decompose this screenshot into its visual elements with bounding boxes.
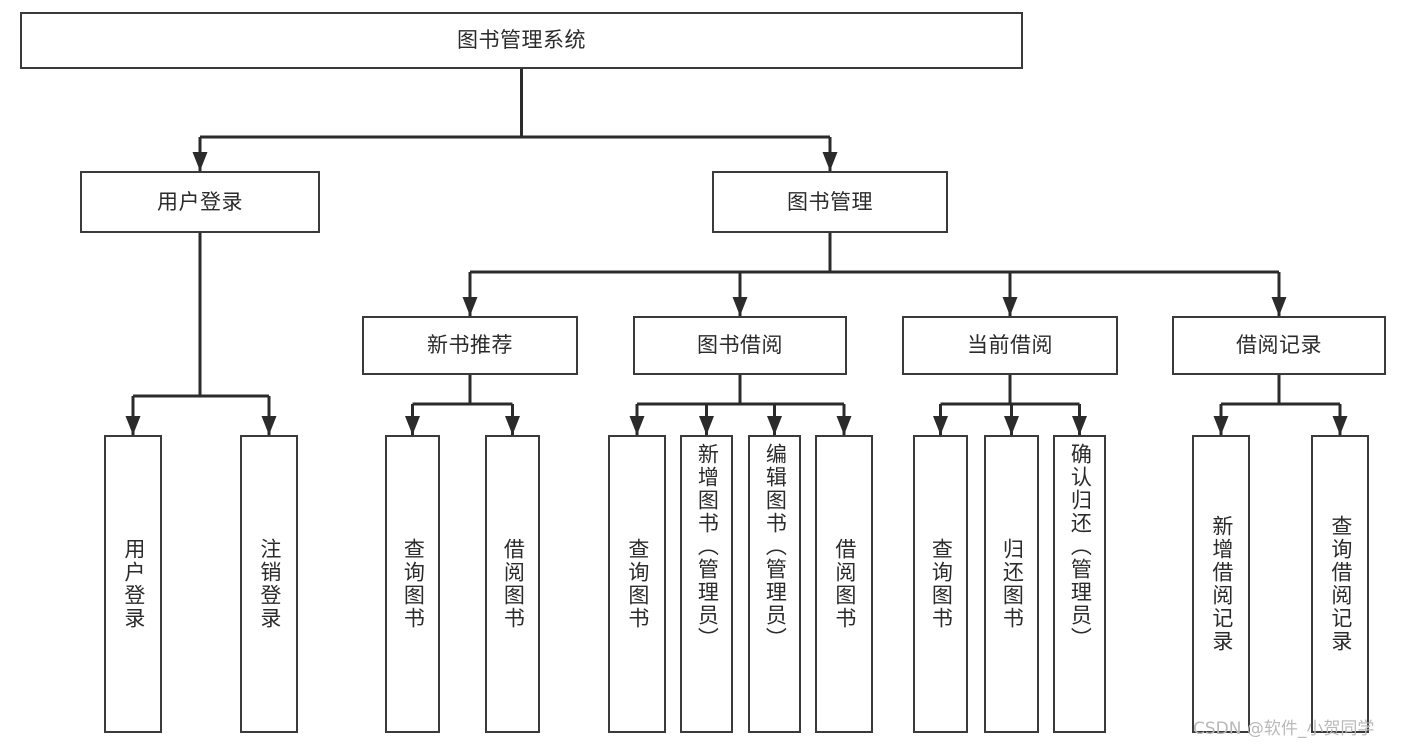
arrowhead-f_c_query	[933, 416, 948, 435]
arrowhead-current	[1002, 297, 1018, 316]
node-label-newbook: 新书推荐	[427, 333, 513, 358]
node-f_nb_query[interactable]: 查询图书	[385, 435, 440, 733]
node-current[interactable]: 当前借阅	[902, 316, 1118, 375]
arrowhead-record	[1271, 297, 1287, 316]
node-f_b_query[interactable]: 查询图书	[608, 435, 666, 733]
node-label-f_c_query: 查询图书	[929, 538, 954, 630]
node-label-f_logout: 注销登录	[257, 538, 282, 630]
arrowhead-f_nb_query	[405, 416, 420, 435]
node-label-f_c_return: 归还图书	[1000, 538, 1025, 630]
node-label-root: 图书管理系统	[457, 28, 586, 53]
node-f_c_return[interactable]: 归还图书	[984, 435, 1039, 733]
node-login[interactable]: 用户登录	[80, 171, 320, 233]
watermark: CSDN @软件_小贺同学	[1193, 719, 1375, 739]
node-label-borrow: 图书借阅	[697, 333, 783, 358]
node-label-f_login: 用户登录	[121, 538, 146, 630]
arrowhead-login	[192, 152, 208, 171]
arrowhead-f_c_confirm	[1072, 416, 1087, 435]
arrowhead-f_nb_borrow	[505, 416, 520, 435]
node-label-f_b_edit: 编辑图书（管理员）	[763, 443, 788, 650]
node-label-f_r_add: 新增借阅记录	[1209, 515, 1234, 653]
node-label-bookmgmt: 图书管理	[787, 189, 873, 214]
node-newbook[interactable]: 新书推荐	[362, 316, 578, 375]
node-label-f_nb_query: 查询图书	[401, 538, 426, 630]
node-label-current: 当前借阅	[967, 333, 1053, 358]
node-borrow[interactable]: 图书借阅	[633, 316, 847, 375]
arrowhead-f_b_add	[699, 416, 714, 435]
node-label-f_b_borrow: 借阅图书	[832, 538, 857, 630]
node-f_r_add[interactable]: 新增借阅记录	[1192, 435, 1250, 733]
node-record[interactable]: 借阅记录	[1172, 316, 1386, 375]
node-label-record: 借阅记录	[1236, 333, 1322, 358]
node-f_b_add[interactable]: 新增图书（管理员）	[680, 435, 733, 733]
arrowhead-f_b_query	[629, 416, 645, 435]
node-label-f_b_add: 新增图书（管理员）	[695, 443, 720, 650]
node-label-f_nb_borrow: 借阅图书	[501, 538, 526, 630]
arrowhead-f_c_return	[1004, 416, 1019, 435]
arrowhead-f_b_edit	[767, 416, 782, 435]
node-label-login: 用户登录	[157, 189, 243, 214]
arrowhead-borrow	[732, 297, 748, 316]
arrowhead-f_r_add	[1213, 416, 1229, 435]
node-f_logout[interactable]: 注销登录	[240, 435, 298, 733]
node-label-f_c_confirm: 确认归还（管理员）	[1068, 443, 1093, 650]
arrowhead-f_logout	[261, 416, 277, 435]
node-label-f_r_query: 查询借阅记录	[1328, 515, 1353, 653]
arrowhead-f_b_borrow	[836, 416, 852, 435]
node-f_b_borrow[interactable]: 借阅图书	[815, 435, 873, 733]
arrowhead-f_r_query	[1332, 416, 1348, 435]
node-label-f_b_query: 查询图书	[625, 538, 650, 630]
node-f_b_edit[interactable]: 编辑图书（管理员）	[748, 435, 801, 733]
node-f_r_query[interactable]: 查询借阅记录	[1311, 435, 1369, 733]
node-root[interactable]: 图书管理系统	[20, 12, 1023, 69]
node-bookmgmt[interactable]: 图书管理	[712, 171, 948, 233]
node-f_c_query[interactable]: 查询图书	[913, 435, 968, 733]
arrowhead-newbook	[462, 297, 478, 316]
node-f_nb_borrow[interactable]: 借阅图书	[485, 435, 540, 733]
node-f_c_confirm[interactable]: 确认归还（管理员）	[1053, 435, 1106, 733]
arrowhead-bookmgmt	[822, 152, 838, 171]
node-f_login[interactable]: 用户登录	[104, 435, 162, 733]
arrowhead-f_login	[125, 416, 141, 435]
